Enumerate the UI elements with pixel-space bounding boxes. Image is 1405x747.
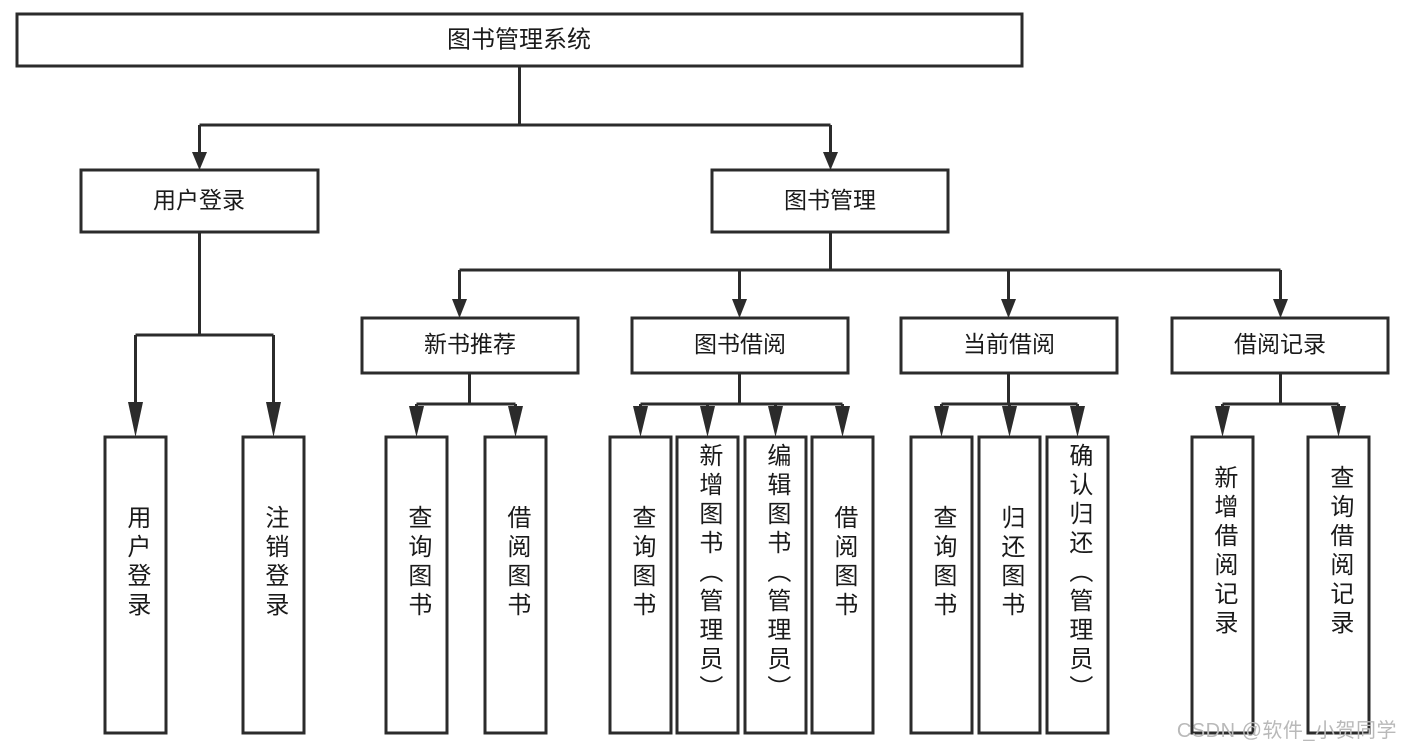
arrowhead-leaf-query-record — [1331, 406, 1346, 437]
leaf-box-query-record[interactable] — [1306, 435, 1371, 735]
arrowhead-leaf-query-book-2 — [633, 406, 648, 437]
node-borrow-record[interactable]: 借阅记录 — [1170, 316, 1390, 375]
leaf-box-query-book-3[interactable] — [909, 435, 974, 735]
node-root-box[interactable] — [15, 12, 1024, 68]
leaf-box-logout-login[interactable] — [241, 435, 306, 735]
arrowhead-new-book-recommend — [452, 299, 467, 318]
node-root-label: 图书管理系统 — [447, 26, 591, 53]
node-user-login-label: 用户登录 — [153, 187, 245, 213]
arrowhead-leaf-borrow-book-1 — [508, 406, 523, 437]
node-book-management[interactable]: 图书管理 — [710, 168, 950, 234]
node-current-borrow[interactable]: 当前借阅 — [899, 316, 1119, 375]
leaf-box-add-record[interactable] — [1190, 435, 1255, 735]
leaf-box-query-book-1[interactable] — [384, 435, 449, 735]
arrowhead-leaf-user-login — [128, 402, 143, 437]
node-new-book-recommend-box[interactable] — [360, 316, 580, 375]
node-book-management-label: 图书管理 — [784, 187, 876, 213]
arrowhead-user-login — [192, 152, 207, 170]
watermark: CSDN @软件_小贺同学 — [1176, 720, 1397, 742]
leaf-box-borrow-book-2[interactable] — [810, 435, 875, 735]
arrowhead-leaf-add-record — [1215, 406, 1230, 437]
leaf-box-borrow-book-1[interactable] — [483, 435, 548, 735]
leaf-box-confirm-return[interactable] — [1045, 435, 1110, 735]
connector-layer — [128, 66, 1346, 437]
arrowhead-leaf-confirm-return — [1070, 406, 1085, 437]
node-book-borrow-label: 图书借阅 — [694, 331, 786, 357]
node-borrow-record-label: 借阅记录 — [1234, 331, 1326, 357]
node-root[interactable]: 图书管理系统 — [15, 12, 1024, 68]
leaf-box-add-book[interactable] — [675, 435, 740, 735]
arrowhead-leaf-logout-login — [266, 402, 281, 437]
node-book-management-box[interactable] — [710, 168, 950, 234]
arrowhead-book-borrow — [732, 299, 747, 318]
node-new-book-recommend-label: 新书推荐 — [424, 331, 516, 357]
node-book-borrow-box[interactable] — [630, 316, 850, 375]
leaf-box-user-login[interactable] — [103, 435, 168, 735]
arrowhead-leaf-query-book-3 — [934, 406, 949, 437]
arrowhead-leaf-add-book — [700, 406, 715, 437]
node-current-borrow-label: 当前借阅 — [963, 331, 1055, 357]
node-current-borrow-box[interactable] — [899, 316, 1119, 375]
node-layer: 图书管理系统 用户登录 图书管理 新书推荐 图书借阅 当前借阅 借阅记录 — [15, 12, 1390, 735]
node-user-login[interactable]: 用户登录 — [79, 168, 320, 234]
leaf-box-edit-book[interactable] — [743, 435, 808, 735]
node-new-book-recommend[interactable]: 新书推荐 — [360, 316, 580, 375]
node-borrow-record-box[interactable] — [1170, 316, 1390, 375]
leaf-box-return-book[interactable] — [977, 435, 1042, 735]
node-user-login-box[interactable] — [79, 168, 320, 234]
arrowhead-leaf-borrow-book-2 — [835, 406, 850, 437]
arrowhead-current-borrow — [1001, 299, 1016, 318]
node-book-borrow[interactable]: 图书借阅 — [630, 316, 850, 375]
arrowhead-leaf-edit-book — [768, 406, 783, 437]
leaf-box-query-book-2[interactable] — [608, 435, 673, 735]
arrowhead-book-management — [823, 152, 838, 170]
arrowhead-borrow-record — [1273, 299, 1288, 318]
arrowhead-leaf-return-book — [1002, 406, 1017, 437]
arrowhead-leaf-query-book-1 — [409, 406, 424, 437]
